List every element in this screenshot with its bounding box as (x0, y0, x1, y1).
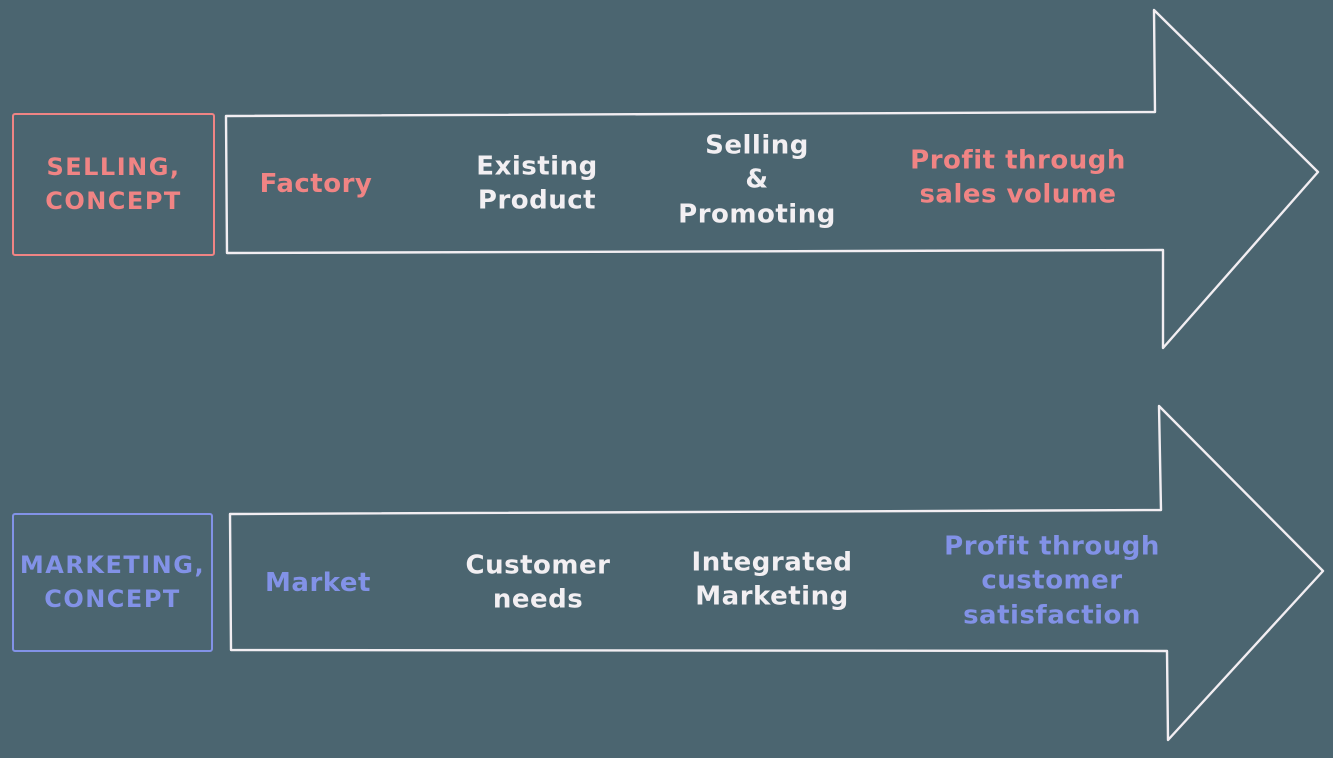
selling-arrow-shape (224, 8, 1320, 350)
step-selling-promoting: Selling & Promoting (678, 130, 836, 230)
step-customer-needs: Customer needs (465, 550, 611, 615)
step-integrated-marketing: Integrated Marketing (691, 547, 853, 612)
selling-concept-label: SELLING, CONCEPT (45, 153, 182, 215)
marketing-concept-box: MARKETING, CONCEPT (12, 513, 213, 652)
step-profit-customer-satisfaction: Profit through customer satisfaction (944, 531, 1160, 631)
step-existing-product: Existing Product (476, 151, 598, 216)
selling-concept-box: SELLING, CONCEPT (12, 113, 215, 256)
step-factory: Factory (259, 168, 373, 199)
marketing-arrow-shape (228, 404, 1325, 742)
step-profit-sales-volume: Profit through sales volume (910, 145, 1126, 210)
marketing-concept-label: MARKETING, CONCEPT (19, 551, 206, 613)
step-market: Market (265, 567, 371, 598)
